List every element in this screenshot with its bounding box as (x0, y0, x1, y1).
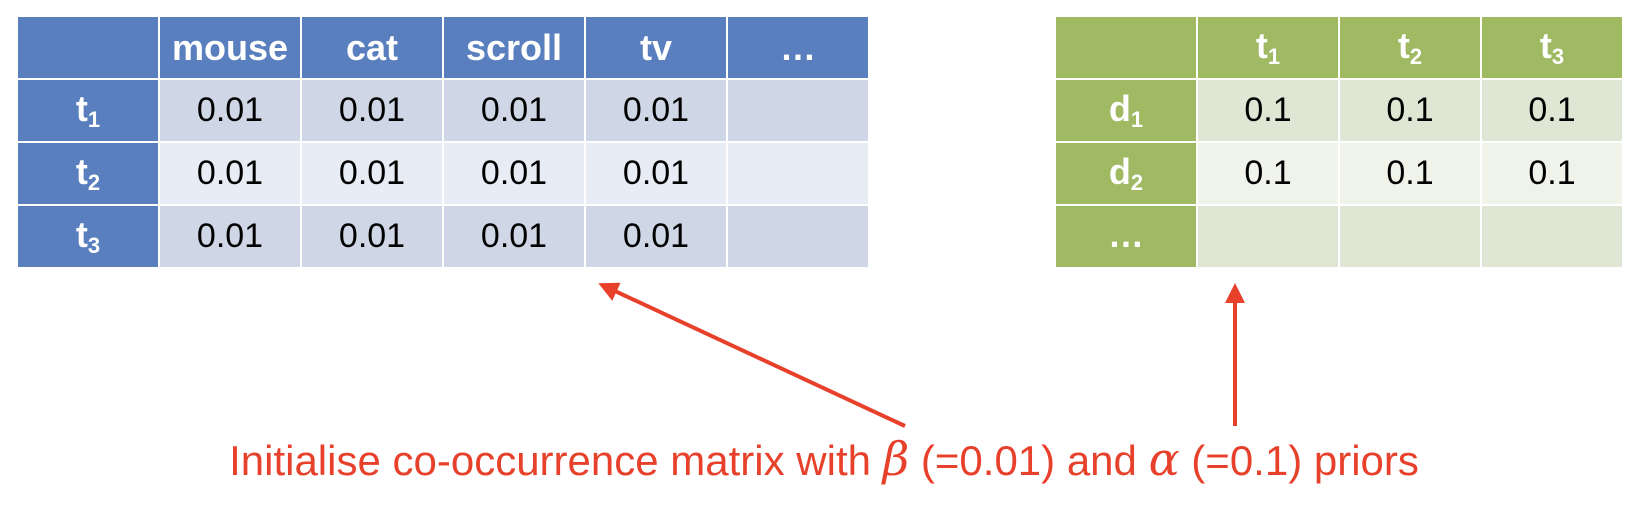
table-cell: 0.1 (1480, 141, 1624, 206)
table-cell: 0.1 (1196, 78, 1340, 143)
row-header: … (1054, 204, 1198, 269)
caption-text: Initialise co-occurrence matrix with (229, 437, 883, 484)
table-cell: 0.01 (442, 204, 586, 269)
corner-cell (1054, 15, 1198, 80)
annotation-caption: Initialise co-occurrence matrix with β (… (0, 432, 1648, 486)
beta-symbol: β (882, 432, 910, 486)
table-row: t3 0.01 0.01 0.01 0.01 (16, 204, 870, 269)
header-row: mouse cat scroll tv … (16, 15, 870, 80)
table-cell: 0.1 (1196, 141, 1340, 206)
row-header: t1 (16, 78, 160, 143)
row-header: d1 (1054, 78, 1198, 143)
table-cell (1196, 204, 1340, 269)
table-cell: 0.01 (442, 78, 586, 143)
table-cell: 0.01 (584, 78, 728, 143)
arrow-to-beta-table (598, 282, 906, 428)
table-cell (726, 78, 870, 143)
caption-text: (=0.01) and (909, 437, 1149, 484)
table-row: t1 0.01 0.01 0.01 0.01 (16, 78, 870, 143)
table-cell: 0.1 (1480, 78, 1624, 143)
caption-text: (=0.1) priors (1179, 437, 1419, 484)
table-cell: 0.01 (584, 141, 728, 206)
table-cell (1338, 204, 1482, 269)
table-row: d1 0.1 0.1 0.1 (1054, 78, 1624, 143)
table-cell: 0.01 (300, 141, 444, 206)
header-row: t1 t2 t3 (1054, 15, 1624, 80)
row-header: t3 (16, 204, 160, 269)
column-header-cat: cat (300, 15, 444, 80)
row-header: t2 (16, 141, 160, 206)
document-topic-matrix: t1 t2 t3 d1 0.1 0.1 0.1 d2 0.1 0.1 0.1 … (1054, 15, 1624, 269)
table-cell: 0.1 (1338, 141, 1482, 206)
table-cell: 0.01 (584, 204, 728, 269)
table-cell (726, 141, 870, 206)
corner-cell (16, 15, 160, 80)
table-row: … (1054, 204, 1624, 269)
column-header-scroll: scroll (442, 15, 586, 80)
row-header: d2 (1054, 141, 1198, 206)
table-cell: 0.01 (158, 141, 302, 206)
topic-word-matrix: mouse cat scroll tv … t1 0.01 0.01 0.01 … (16, 15, 870, 269)
column-header-ellipsis: … (726, 15, 870, 80)
table-cell: 0.01 (300, 204, 444, 269)
alpha-symbol: α (1148, 432, 1180, 486)
table-cell: 0.01 (300, 78, 444, 143)
column-header-t1: t1 (1196, 15, 1340, 80)
table-row: d2 0.1 0.1 0.1 (1054, 141, 1624, 206)
table-cell: 0.01 (158, 78, 302, 143)
table-cell: 0.01 (158, 204, 302, 269)
column-header-t2: t2 (1338, 15, 1482, 80)
column-header-t3: t3 (1480, 15, 1624, 80)
column-header-tv: tv (584, 15, 728, 80)
table-cell: 0.1 (1338, 78, 1482, 143)
table-cell (1480, 204, 1624, 269)
table-cell: 0.01 (442, 141, 586, 206)
table-cell (726, 204, 870, 269)
table-row: t2 0.01 0.01 0.01 0.01 (16, 141, 870, 206)
column-header-mouse: mouse (158, 15, 302, 80)
